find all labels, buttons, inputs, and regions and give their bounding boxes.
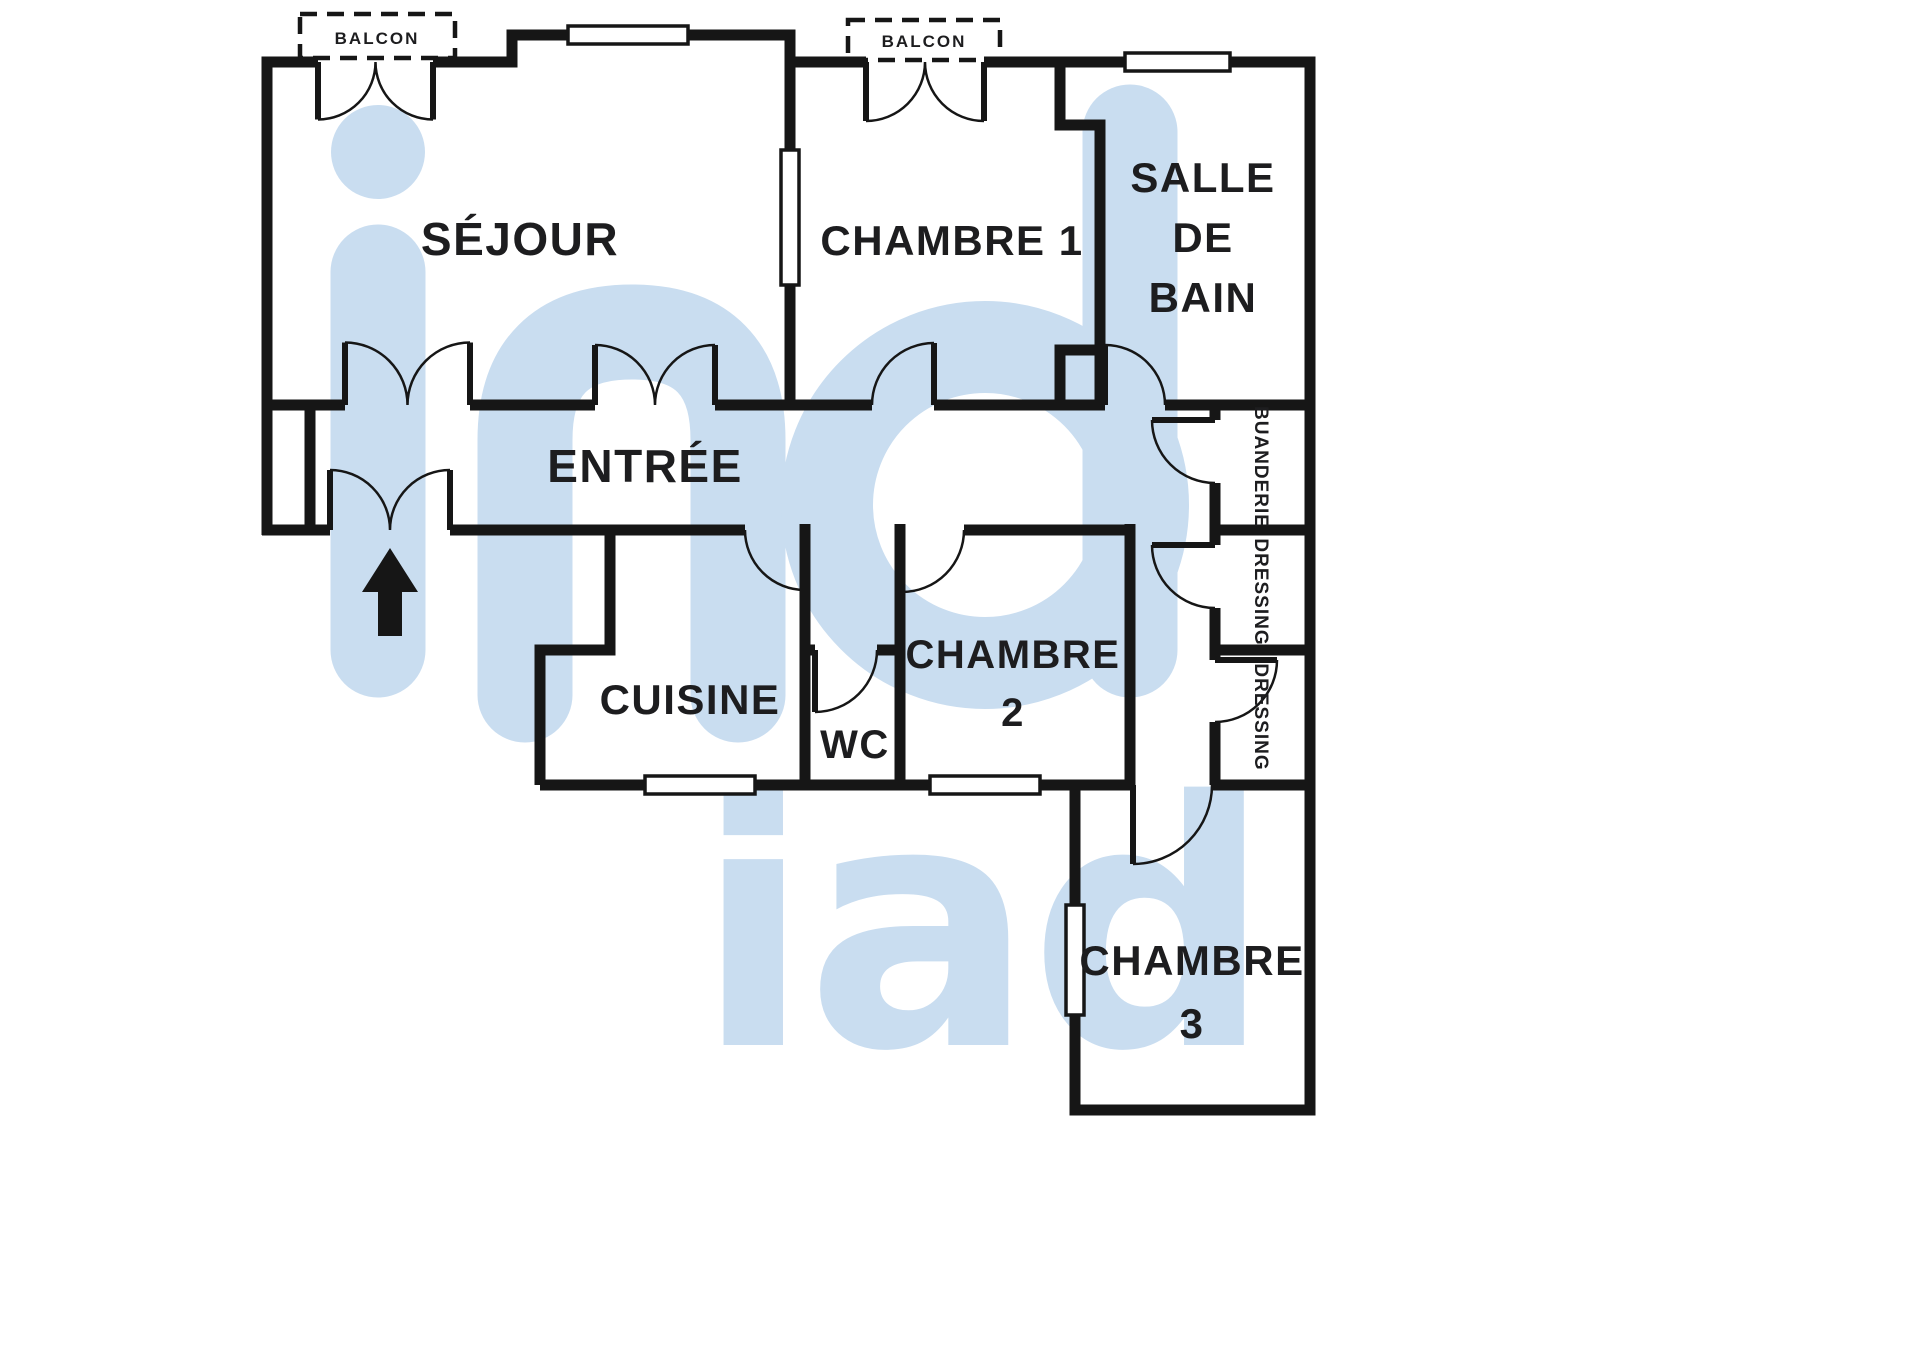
window-sejour-top xyxy=(566,24,690,46)
room-label-dressing-bottom: DRESSING xyxy=(1250,663,1271,770)
room-label-sejour: SÉJOUR xyxy=(421,213,619,265)
room-label-entree: ENTRÉE xyxy=(547,440,743,492)
entrance-arrow-icon xyxy=(362,548,418,636)
room-label-wc: WC xyxy=(820,723,890,767)
window-salle-de-bain-top xyxy=(1123,51,1232,73)
balcony-left-label: BALCON xyxy=(335,29,420,48)
watermark-n-icon xyxy=(477,284,786,743)
room-label-chambre2: CHAMBRE 2 xyxy=(906,633,1121,735)
room-label-dressing-top: DRESSING xyxy=(1250,538,1271,645)
svg-text:3: 3 xyxy=(1180,1000,1205,1047)
room-label-cuisine: CUISINE xyxy=(600,676,781,723)
balconies xyxy=(297,11,1003,63)
svg-text:BAIN: BAIN xyxy=(1149,274,1258,321)
room-label-chambre1: CHAMBRE 1 xyxy=(820,217,1083,264)
window-chambre2-bottom xyxy=(928,774,1042,796)
balcony-left-outline xyxy=(297,11,458,61)
windows xyxy=(566,24,1232,1017)
svg-text:SALLE: SALLE xyxy=(1130,154,1275,201)
balcony-right-label: BALCON xyxy=(882,32,967,51)
room-label-buanderie: BUANDERIE xyxy=(1250,406,1271,528)
door-swing-arcs xyxy=(317,61,1279,866)
watermark-i-dot-icon xyxy=(331,105,425,199)
svg-text:DE: DE xyxy=(1172,214,1233,261)
window-chambre3-left xyxy=(1064,903,1086,1017)
door-leaves xyxy=(315,62,1277,864)
room-label-salle-de-bain: SALLE DE BAIN xyxy=(1130,154,1275,321)
room-label-chambre3: CHAMBRE 3 xyxy=(1079,937,1304,1047)
svg-text:2: 2 xyxy=(1001,691,1025,735)
balcony-right-outline xyxy=(845,17,1003,63)
window-cuisine-bottom xyxy=(643,774,757,796)
svg-text:CHAMBRE: CHAMBRE xyxy=(1079,937,1304,984)
window-sejour-chambre1-partition xyxy=(779,148,801,287)
watermark-wordmark: iad xyxy=(695,730,1266,1126)
svg-text:CHAMBRE: CHAMBRE xyxy=(906,633,1121,677)
